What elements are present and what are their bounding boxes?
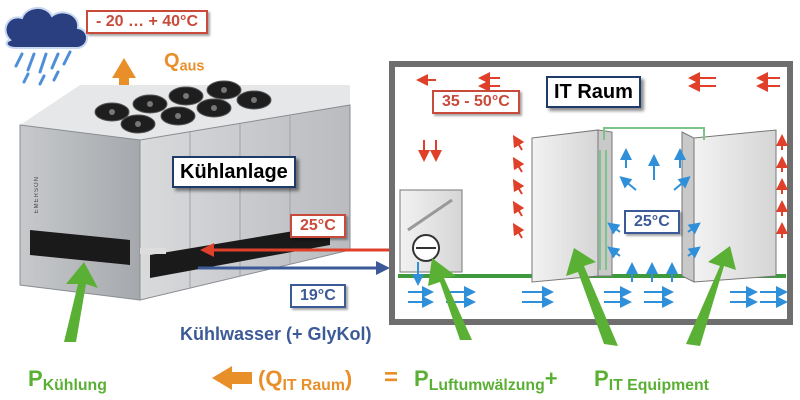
- p-it-term: PIT Equipment: [594, 366, 709, 395]
- server-rack-illustration: [531, 127, 777, 283]
- p-kuehlung-term: PKühlung: [28, 366, 107, 395]
- equals-sign: =: [384, 364, 399, 391]
- brand-logo: EMERSON: [34, 176, 40, 214]
- formula-heat-arrow: [212, 366, 252, 390]
- plus-sign: +: [544, 366, 558, 391]
- pointer-arrows: [64, 246, 736, 346]
- it-raum-label: IT Raum: [546, 76, 641, 108]
- kuehlanlage-label: Kühlanlage: [172, 156, 296, 188]
- p-it-main: P: [594, 366, 609, 391]
- q-it-close: ): [344, 366, 353, 391]
- supply-pipe-blue: [198, 261, 390, 275]
- p-kuehlung-main: P: [28, 366, 43, 391]
- crac-unit-illustration: [399, 189, 463, 273]
- supply-temp-label: 19°C: [290, 284, 346, 308]
- return-temp-label: 25°C: [290, 214, 346, 238]
- heat-out-arrow: [112, 58, 136, 86]
- q-it-term: (QIT Raum): [258, 366, 352, 395]
- hot-air-arrows: [416, 72, 788, 239]
- rack-temp-label: 25°C: [624, 210, 680, 234]
- q-it-sub: IT Raum: [282, 376, 345, 394]
- q-aus-main: Q: [164, 50, 180, 72]
- cloud-rain-icon: [4, 7, 88, 86]
- p-luft-main: P: [414, 366, 429, 391]
- outside-temp-label: - 20 … + 40°C: [86, 10, 208, 34]
- p-it-sub: IT Equipment: [608, 376, 709, 394]
- q-aus-label: Qaus: [164, 50, 204, 75]
- p-kuehlung-sub: Kühlung: [42, 376, 107, 394]
- q-aus-sub: aus: [179, 58, 205, 75]
- room-temp-label: 35 - 50°C: [432, 90, 520, 114]
- p-luft-sub: Luftumwälzung: [428, 376, 545, 394]
- q-it-open: (Q: [258, 366, 283, 391]
- kuehlwasser-label: Kühlwasser (+ GlyKol): [180, 324, 372, 344]
- p-luft-term: PLuftumwälzung+: [414, 366, 558, 395]
- return-pipe-red: [200, 243, 390, 257]
